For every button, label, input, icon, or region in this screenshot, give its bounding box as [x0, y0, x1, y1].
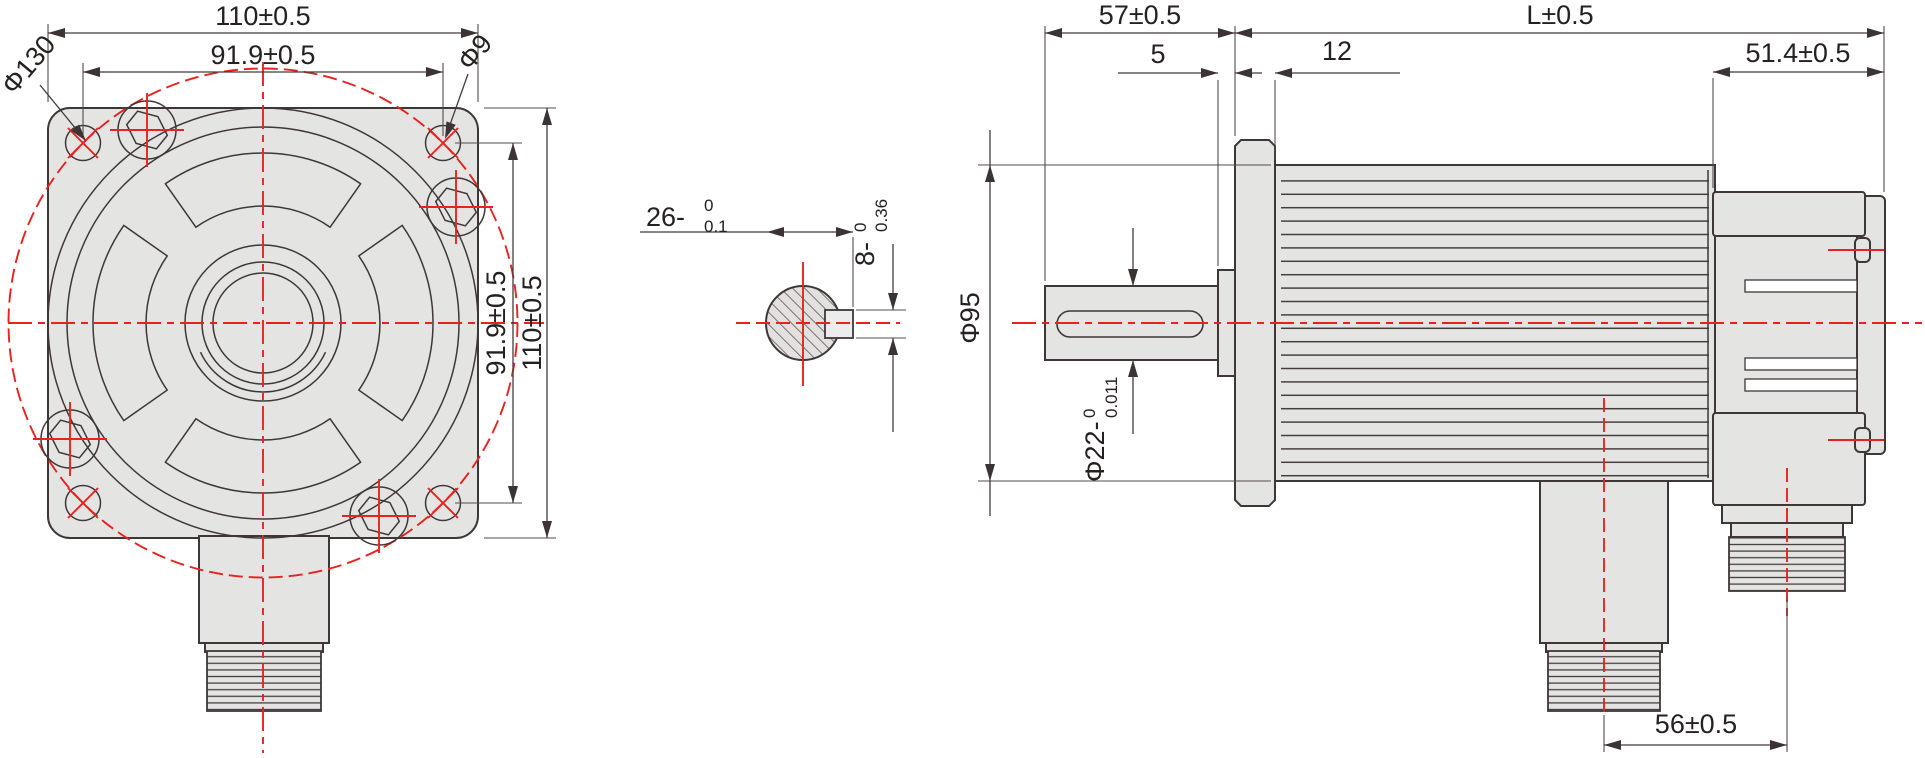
flange-rib-sectors: [92, 152, 434, 494]
dim-body-diameter: Φ95: [955, 292, 985, 344]
dim-key-height-tol-upper: 0: [704, 196, 713, 215]
section-dimensions: 26- 0 0.1 8- 0 0.36: [640, 196, 906, 432]
dim-mount-hole: Φ9: [452, 29, 498, 76]
dim-bolt-circle: Φ130: [0, 30, 61, 100]
power-connector: [1539, 480, 1669, 712]
shaft-section-view: 26- 0 0.1 8- 0 0.36: [640, 196, 906, 432]
side-dimensions: 57±0.5 L±0.5 5 12 51.4±0.5 Φ95 Φ22-: [955, 0, 1885, 752]
dim-key-width-tol-upper: 0: [851, 223, 870, 232]
cooling-fins: [1281, 170, 1709, 478]
dim-spigot-depth: 5: [1150, 39, 1165, 69]
flange-screws: [33, 93, 493, 553]
dim-flange-height: 110±0.5: [517, 275, 547, 370]
dim-shaft-diameter-tol-lower: 0.011: [1102, 377, 1121, 418]
dim-key-width-tol-lower: 0.36: [872, 199, 891, 232]
front-view: 110±0.5 91.9±0.5 Φ130 Φ9 91.9±0.5 110±0.…: [0, 1, 556, 753]
dim-key-height-tol-lower: 0.1: [704, 217, 728, 236]
dim-flange-width: 110±0.5: [215, 1, 310, 31]
key: [824, 309, 854, 339]
dim-key-height-main: 26-: [646, 202, 685, 232]
dim-shaft-diameter-tol-upper: 0: [1080, 409, 1099, 418]
dim-bolt-spacing-right: 91.9±0.5: [481, 271, 511, 376]
dim-total-length: L±0.5: [1526, 0, 1593, 30]
dim-rear-section-length: 51.4±0.5: [1746, 38, 1851, 68]
keyway-slot: [1056, 310, 1204, 338]
rear-housing: [1712, 191, 1884, 506]
dim-bolt-spacing-top: 91.9±0.5: [211, 40, 316, 70]
side-view: 57±0.5 L±0.5 5 12 51.4±0.5 Φ95 Φ22-: [955, 0, 1922, 752]
dim-connector-spacing: 56±0.5: [1655, 709, 1737, 739]
dim-key-width-main: 8-: [850, 242, 880, 266]
side-flange: [1234, 139, 1276, 507]
front-cable-connector: [198, 535, 330, 712]
dim-flange-thickness: 12: [1322, 36, 1352, 66]
dim-shaft-length: 57±0.5: [1099, 0, 1181, 30]
dim-shaft-diameter-main: Φ22-: [1080, 421, 1110, 482]
